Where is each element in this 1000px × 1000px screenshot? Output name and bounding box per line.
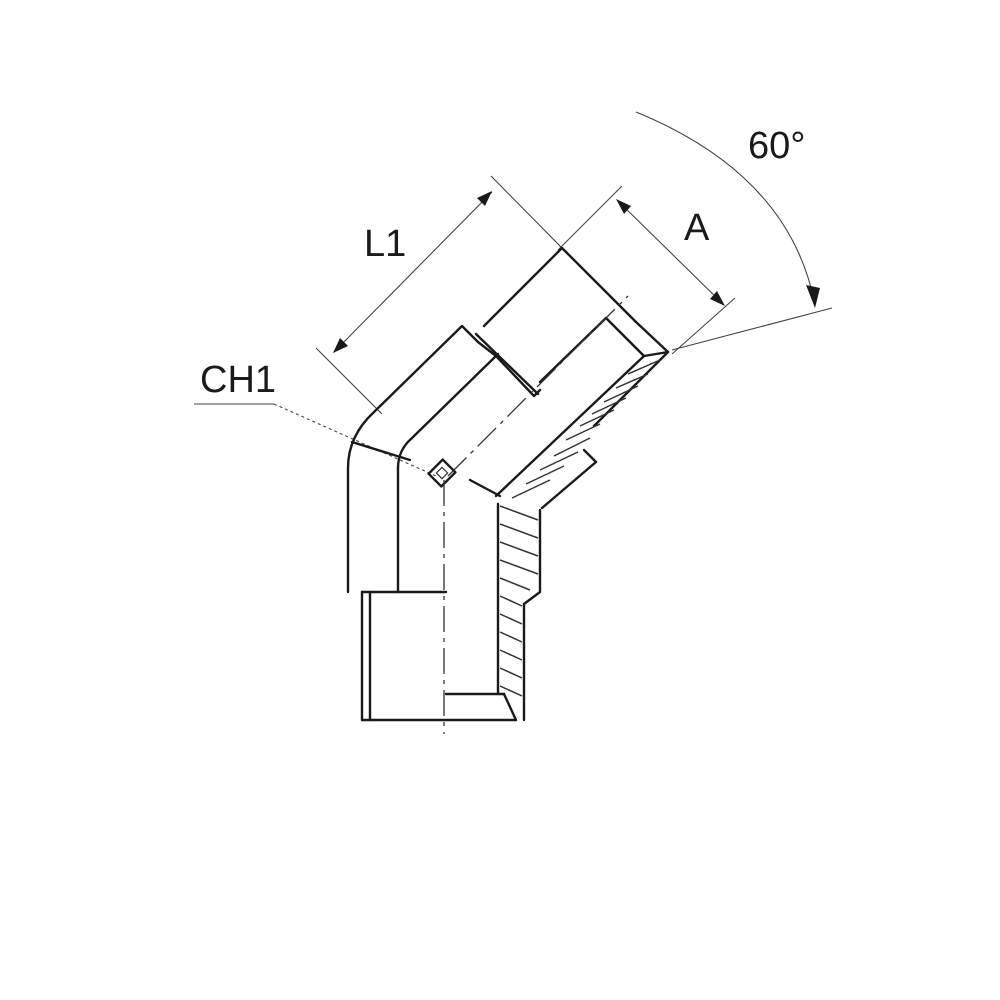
a-extension-top — [557, 185, 623, 251]
lower-thread-hatch — [499, 505, 539, 697]
ch1-label: CH1 — [200, 359, 276, 401]
ch1-leader-line — [273, 403, 437, 477]
hex-inner-edge — [396, 352, 500, 470]
a-dimension-line — [616, 199, 725, 306]
upper-bore-outer — [540, 460, 598, 510]
upper-branch-outline — [482, 246, 670, 428]
angle-label: 60° — [748, 125, 805, 167]
angle-dimension: 60° — [635, 111, 833, 351]
upper-bore-step — [582, 448, 598, 464]
upper-thread-hatch — [511, 359, 661, 499]
hex-collar-line — [474, 332, 540, 396]
angle-arrowhead — [806, 285, 820, 308]
a-label: A — [684, 207, 710, 249]
upper-branch-shoulder — [538, 316, 608, 384]
angle-arc — [635, 111, 816, 306]
l1-arrowhead-bottom — [333, 338, 348, 353]
upper-branch-face — [642, 350, 670, 358]
l1-label: L1 — [364, 223, 406, 265]
hex-callout: CH1 — [194, 359, 457, 488]
l1-dimension-line — [333, 191, 493, 353]
angle-extension-line — [671, 307, 833, 351]
l1-extension-bottom — [315, 347, 383, 415]
hex-lower-edge — [468, 478, 502, 498]
a-extension-bottom — [671, 297, 736, 355]
a-arrowhead-bottom — [710, 291, 725, 306]
upper-branch-chamfer — [604, 316, 646, 358]
ch1-marker-icon — [427, 458, 457, 488]
lower-branch-right — [522, 508, 542, 722]
hex-body-outline — [346, 324, 542, 594]
upper-bore-line — [494, 354, 646, 498]
upper-centerline — [447, 295, 629, 477]
a-arrowhead-top — [616, 199, 631, 214]
l1-arrowhead-top — [477, 191, 492, 206]
hex-bend-line — [350, 440, 412, 462]
l1-extension-top — [490, 175, 563, 249]
fitting-body — [346, 246, 670, 722]
lower-chamfer — [502, 692, 518, 722]
thread-dimension: A — [557, 185, 736, 355]
length-dimension: L1 — [315, 175, 563, 415]
